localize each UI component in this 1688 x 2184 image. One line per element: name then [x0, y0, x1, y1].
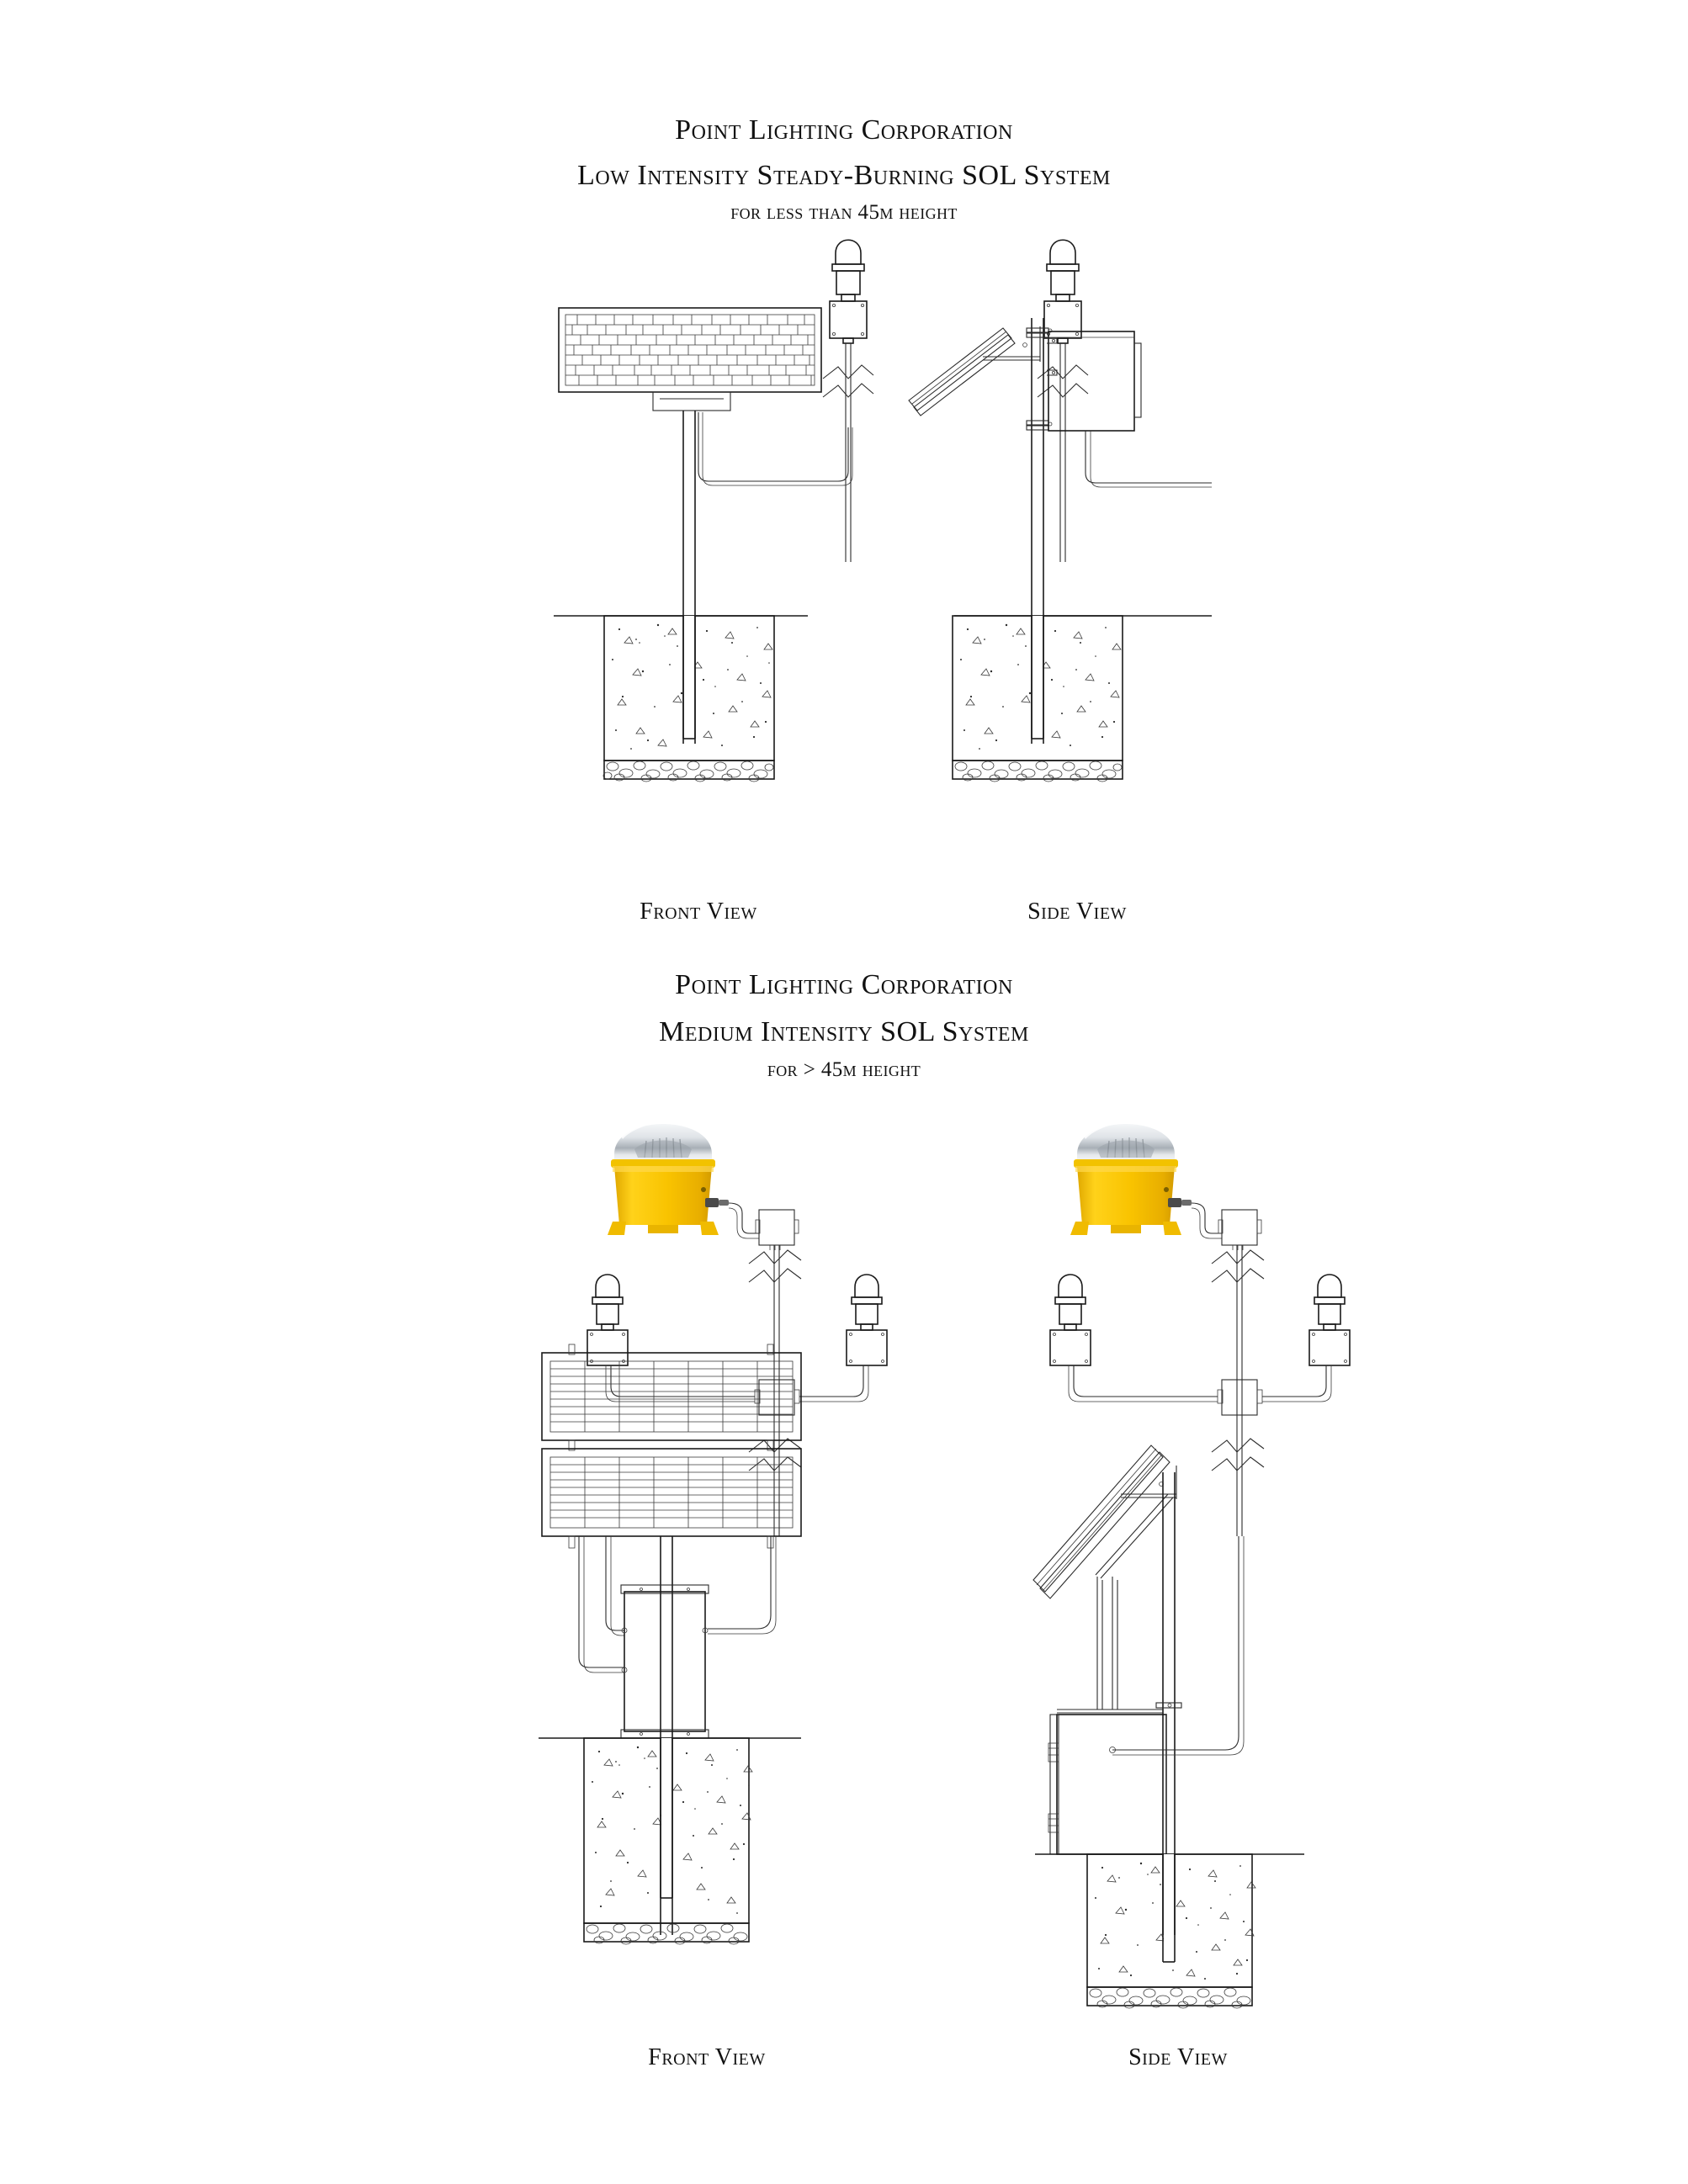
low-intensity-side-view-drawing	[908, 239, 1212, 782]
medium-intensity-beacon-icon	[1070, 1117, 1192, 1235]
height-note: for > 45m height	[767, 1058, 921, 1081]
concrete-foundation-side-icon	[952, 615, 1123, 761]
led-obstruction-light-icon	[829, 239, 868, 344]
solar-panel-array-side-icon	[1032, 1445, 1170, 1599]
solar-panel-front-icon	[558, 307, 822, 393]
junction-box-icon	[1218, 1209, 1262, 1250]
concrete-foundation-front-icon	[583, 1737, 753, 1924]
conduit-break-symbol-icon	[822, 364, 874, 398]
led-obstruction-light-right-icon	[846, 1274, 888, 1366]
conduit-break-symbol-icon	[1211, 1438, 1265, 1471]
company-name: Point Lighting Corporation	[675, 114, 1013, 146]
low-intensity-subtitle: for less than 45m height	[0, 201, 1688, 225]
company-name: Point Lighting Corporation	[675, 969, 1013, 1000]
junction-box-icon	[755, 1209, 799, 1250]
system-name: Medium Intensity SOL System	[659, 1016, 1029, 1047]
solar-panel-array-front-icon	[541, 1344, 802, 1549]
medium-intensity-system-title: Medium Intensity SOL System	[0, 1016, 1688, 1048]
low-intensity-front-view-label: Front View	[640, 899, 757, 925]
gravel-base-side-icon	[952, 760, 1123, 782]
low-intensity-company-title: Point Lighting Corporation	[0, 114, 1688, 146]
conduit-break-symbol-icon	[1211, 1249, 1265, 1283]
medium-intensity-side-view-label: Side View	[1128, 2044, 1228, 2070]
panel-mounting-bracket-icon	[652, 391, 731, 411]
concrete-foundation-side-icon	[1086, 1853, 1256, 1988]
solar-panel-side-icon	[908, 327, 1016, 416]
medium-intensity-beacon-icon	[608, 1117, 729, 1235]
branch-junction-box-icon	[1217, 1379, 1263, 1416]
battery-control-enclosure-icon	[620, 1584, 709, 1739]
battery-control-enclosure-icon	[1048, 1714, 1167, 1855]
conduit-break-symbol-icon	[748, 1438, 802, 1471]
gravel-base-front-icon	[602, 760, 775, 782]
led-obstruction-light-left-icon	[587, 1274, 629, 1366]
height-note: for less than 45m height	[730, 201, 958, 224]
conduit-break-symbol-icon	[748, 1249, 802, 1283]
panel-tilt-bracket-icon	[1095, 1466, 1177, 1710]
low-intensity-system-title: Low Intensity Steady-Burning SOL System	[0, 160, 1688, 192]
battery-control-enclosure-icon	[1047, 331, 1142, 432]
medium-intensity-side-view-drawing	[1032, 1117, 1351, 2009]
gravel-base-side-icon	[1086, 1986, 1253, 2009]
medium-intensity-company-title: Point Lighting Corporation	[0, 969, 1688, 1001]
led-obstruction-light-right-icon	[1308, 1274, 1351, 1366]
concrete-foundation-front-icon	[603, 615, 775, 761]
conduit-break-symbol-icon	[1037, 364, 1089, 398]
low-intensity-side-view-label: Side View	[1027, 899, 1127, 925]
led-obstruction-light-left-icon	[1049, 1274, 1091, 1366]
system-name: Low Intensity Steady-Burning SOL System	[577, 160, 1111, 191]
low-intensity-front-view-drawing	[554, 239, 874, 782]
medium-intensity-front-view-label: Front View	[648, 2044, 766, 2070]
medium-intensity-front-view-drawing	[539, 1117, 888, 1945]
gravel-base-front-icon	[583, 1922, 750, 1945]
enclosure-support-bracket-icon	[1057, 1702, 1182, 1714]
led-obstruction-light-icon	[1043, 239, 1082, 344]
medium-intensity-subtitle: for > 45m height	[0, 1058, 1688, 1082]
